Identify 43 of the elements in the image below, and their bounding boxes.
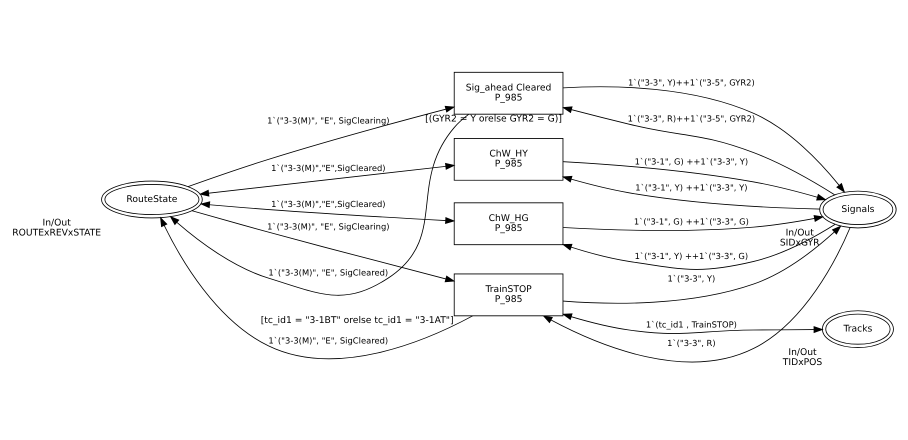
node-ellipse: Tracks [822,310,894,348]
node-box: ChW_HY P_985 [454,138,564,181]
arrow [160,216,474,360]
node-box: TrainSTOP P_985 [454,274,564,316]
arrow [562,176,820,210]
node-label: ROUTExREVxSTATE [12,227,102,238]
edge-label: 1`("3-3", Y)++1`("3-5", GYR2) [628,78,755,88]
edge-label: 1`("3-3(M)","E",SigCleared) [271,163,386,174]
arrow [562,86,846,193]
arrow [170,114,470,296]
arrow [562,106,835,196]
edge-label: 1`("3-3(M)", "E", SigClearing) [267,115,390,126]
edge-label: 1`("3-3(M)", "E", SigCleared) [268,335,388,346]
arrow [192,210,456,282]
arrow [562,161,827,201]
node-ellipse: Signals [819,190,897,228]
edge-label: 1`("3-3", R) [667,338,716,348]
arrow [542,227,851,362]
edge-label: 1`("3-3(M)", "E", SigCleared) [268,268,388,278]
arrow [562,215,824,231]
edge-label: 1`("3-1", Y) ++1`("3-3", Y) [635,182,748,192]
arrow [562,224,836,270]
edge-label: 1`("3-3", R)++1`("3-5", GYR2) [628,114,756,124]
arrow [200,201,456,224]
edge-label: 1`("3-1", G) ++1`("3-3", G) [634,216,749,227]
arrow [562,225,842,304]
node-box: ChW_HG P_985 [454,202,564,246]
edge-label: 1`("3-3", Y) [667,273,716,284]
node-label: [tc_id1 = "3-1BT" orelse tc_id1 = "3-1AT"] [260,315,454,326]
node-ellipse: RouteState [101,180,203,218]
edge-label: 1`(tc_id1 , TrainSTOP) [646,320,737,330]
edge-label: 1`("3-3(M)","E",SigCleared) [271,199,386,210]
arrow [188,106,456,188]
arrow [562,313,824,334]
node-label: TIDxPOS [782,356,822,368]
node-box: Sig_ahead Cleared P_985 [454,72,564,115]
node-label: In/Out [42,217,71,228]
edge-label: 1`("3-1", G) ++1`("3-3", Y) [634,156,748,166]
arrow [199,162,456,197]
node-label: In/Out [788,346,817,358]
edge-label: 1`("3-1", Y) ++1`("3-3", G) [634,250,748,261]
node-label: In/Out [786,227,814,238]
edge-label: 1`("3-3(M)", "E", SigClearing) [267,222,390,232]
